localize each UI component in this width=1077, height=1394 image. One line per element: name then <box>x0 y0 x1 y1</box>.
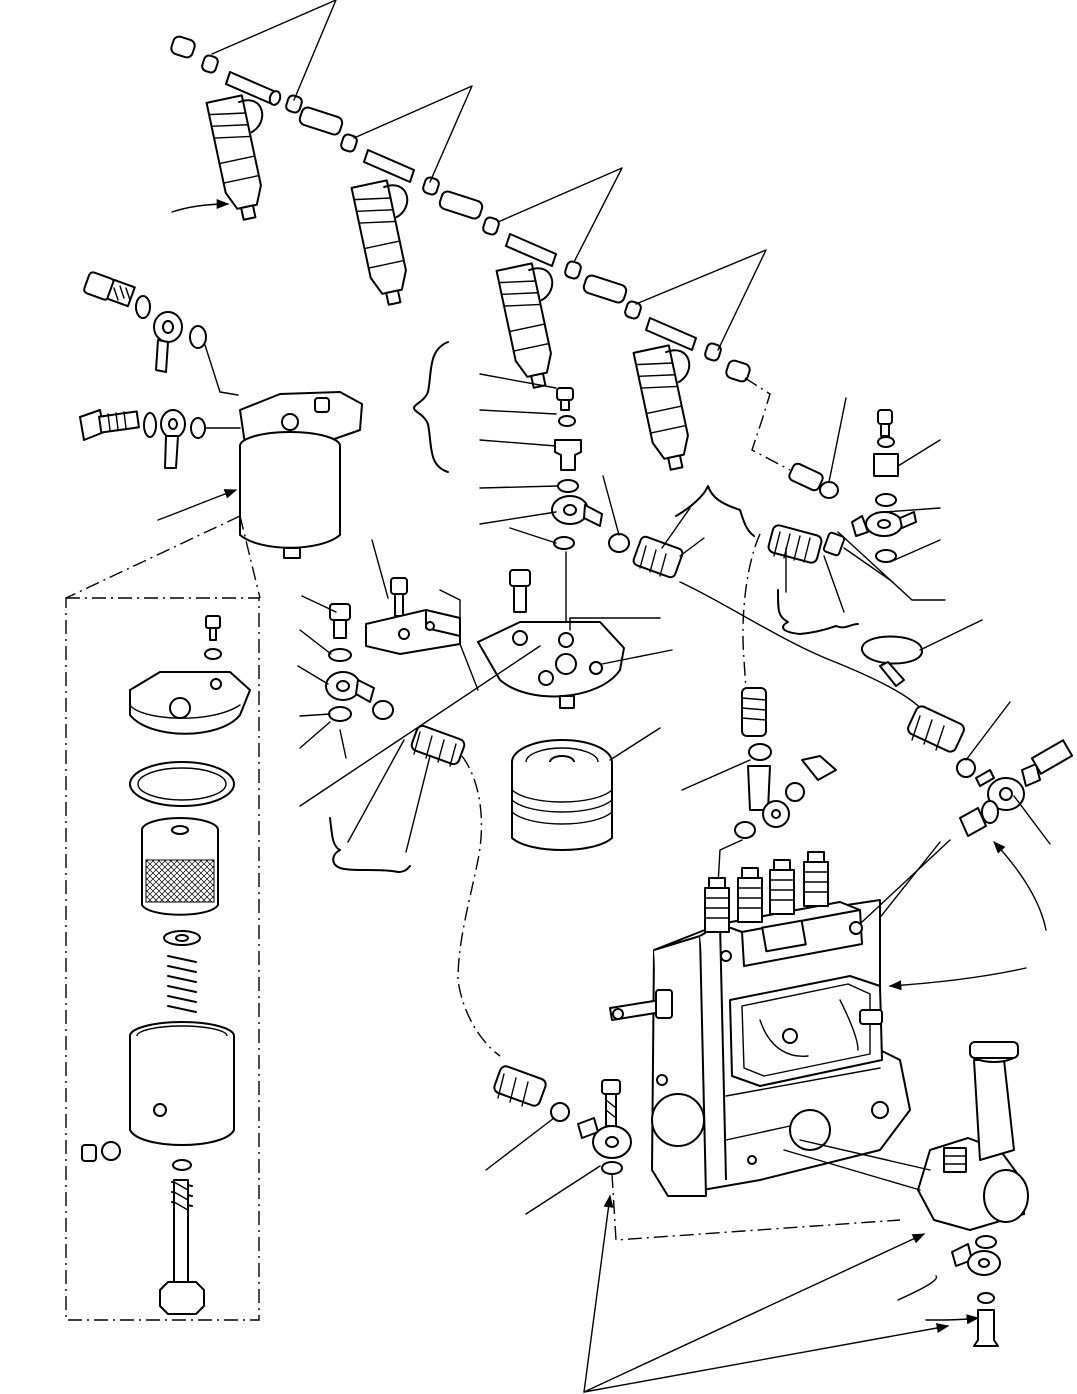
injection-nozzles <box>205 94 691 471</box>
return-line-group <box>744 377 946 635</box>
pump-inlet-banjo <box>485 1065 901 1241</box>
fuel-filter-assembly <box>65 271 363 599</box>
leader-lines <box>211 0 767 351</box>
feed-pump <box>783 1041 1029 1347</box>
arrow-leader <box>157 198 1047 1393</box>
lower-left-hose-group <box>329 724 501 1057</box>
hose-band <box>860 619 983 687</box>
center-banjo-group <box>413 341 603 641</box>
injection-pump-body <box>609 839 951 1197</box>
filter-bracket-group <box>297 539 479 759</box>
overflow-valve-group <box>869 701 1074 931</box>
leak-off-hose-chain <box>170 35 751 383</box>
center-filter-head <box>299 569 673 851</box>
pump-feed-hose-group <box>681 533 837 886</box>
filter-exploded-detail <box>65 597 260 1321</box>
mid-hose-group <box>602 475 931 721</box>
